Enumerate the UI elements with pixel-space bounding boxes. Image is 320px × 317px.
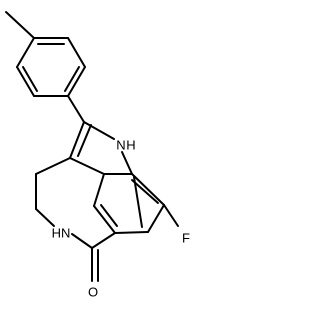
fluorine-label: F [182, 231, 190, 246]
azepinone-ring [35, 157, 116, 249]
chemical-structure: N H F HN O [5, 11, 190, 300]
indole-nh-label: N [116, 138, 125, 153]
amide-nh-label: HN [52, 226, 71, 241]
bond-aryl-pyrrole [67, 95, 85, 123]
indole-h-label: H [126, 138, 135, 153]
benzene-ring [93, 173, 165, 234]
carbonyl-bond [91, 247, 99, 282]
pyrrole-ring [69, 121, 133, 175]
tolyl-ring [16, 37, 86, 97]
bond-methyl [5, 11, 35, 39]
oxygen-label: O [88, 285, 98, 300]
bond-c-f [163, 204, 179, 227]
